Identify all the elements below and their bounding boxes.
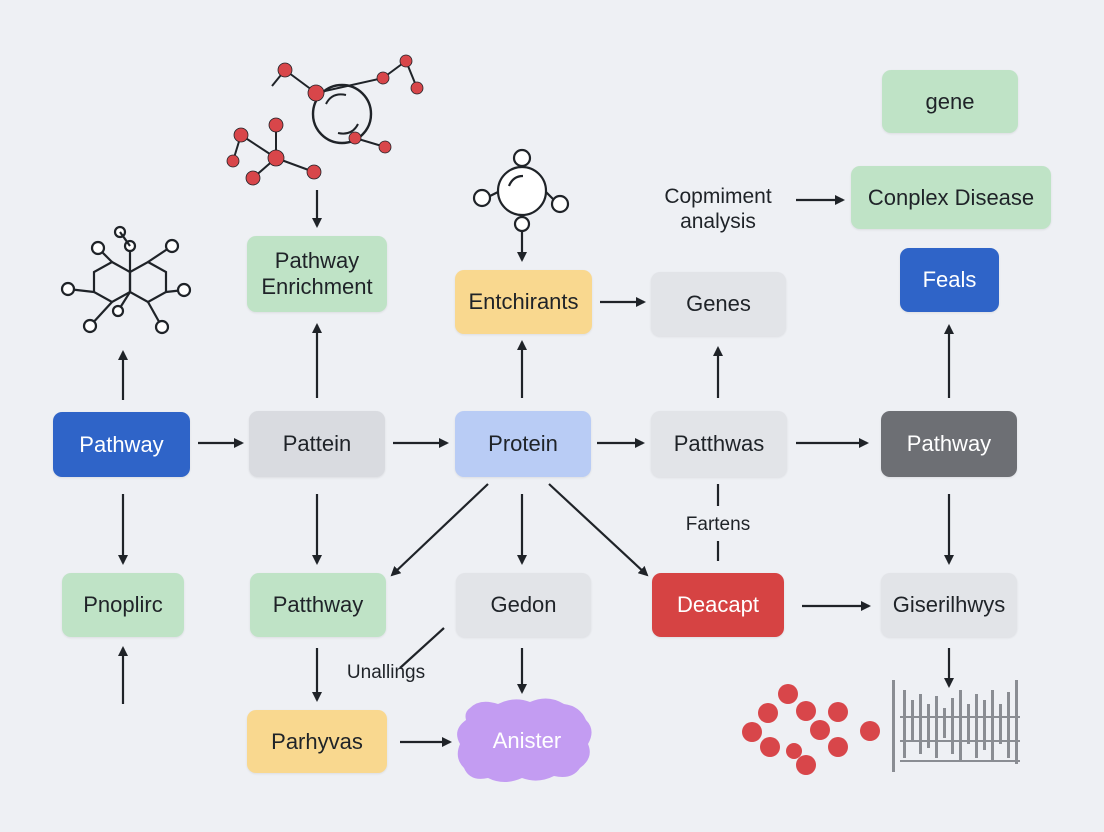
cell-network-icon xyxy=(472,148,570,233)
node-protein[interactable]: Protein xyxy=(455,411,591,477)
molecule-network-icon xyxy=(226,54,424,186)
node-genes[interactable]: Genes xyxy=(651,272,786,336)
node-pathway-blue[interactable]: Pathway xyxy=(53,412,190,477)
label-unallings: Unallings xyxy=(346,662,426,683)
node-pnoplirc[interactable]: Pnoplirc xyxy=(62,573,184,637)
hexagon-network-icon xyxy=(60,225,192,335)
node-anister[interactable]: Anister xyxy=(492,728,562,753)
edge-protein-to-deacapt-diag xyxy=(548,483,649,577)
label-compliment-analysis: Copmiment analysis xyxy=(664,185,772,233)
node-giserilhwys[interactable]: Giserilhwys xyxy=(881,573,1017,637)
dot-cluster-icon xyxy=(742,684,880,775)
connector-unallings xyxy=(399,627,445,669)
label-fartens: Fartens xyxy=(685,514,751,535)
node-complex-disease[interactable]: Conplex Disease xyxy=(851,166,1051,229)
node-pathway-enrichment-label: Pathway Enrichment xyxy=(261,248,373,299)
node-pathway-dark[interactable]: Pathway xyxy=(881,411,1017,477)
node-deacapt[interactable]: Deacapt xyxy=(652,573,784,637)
node-pattein[interactable]: Pattein xyxy=(249,411,385,477)
node-parhyvas[interactable]: Parhyvas xyxy=(247,710,387,773)
node-patthway[interactable]: Patthway xyxy=(250,573,386,637)
node-gene[interactable]: gene xyxy=(882,70,1018,133)
bar-matrix-icon xyxy=(892,680,1020,772)
node-gedon[interactable]: Gedon xyxy=(456,573,591,637)
edge-protein-to-patthway-diag xyxy=(390,483,489,577)
node-pathway-enrichment[interactable]: Pathway Enrichment xyxy=(247,236,387,312)
node-patthwas[interactable]: Patthwas xyxy=(651,411,787,477)
node-enrichments[interactable]: Entchirants xyxy=(455,270,592,334)
node-feals[interactable]: Feals xyxy=(900,248,999,312)
anister-blob-shape xyxy=(457,698,592,782)
